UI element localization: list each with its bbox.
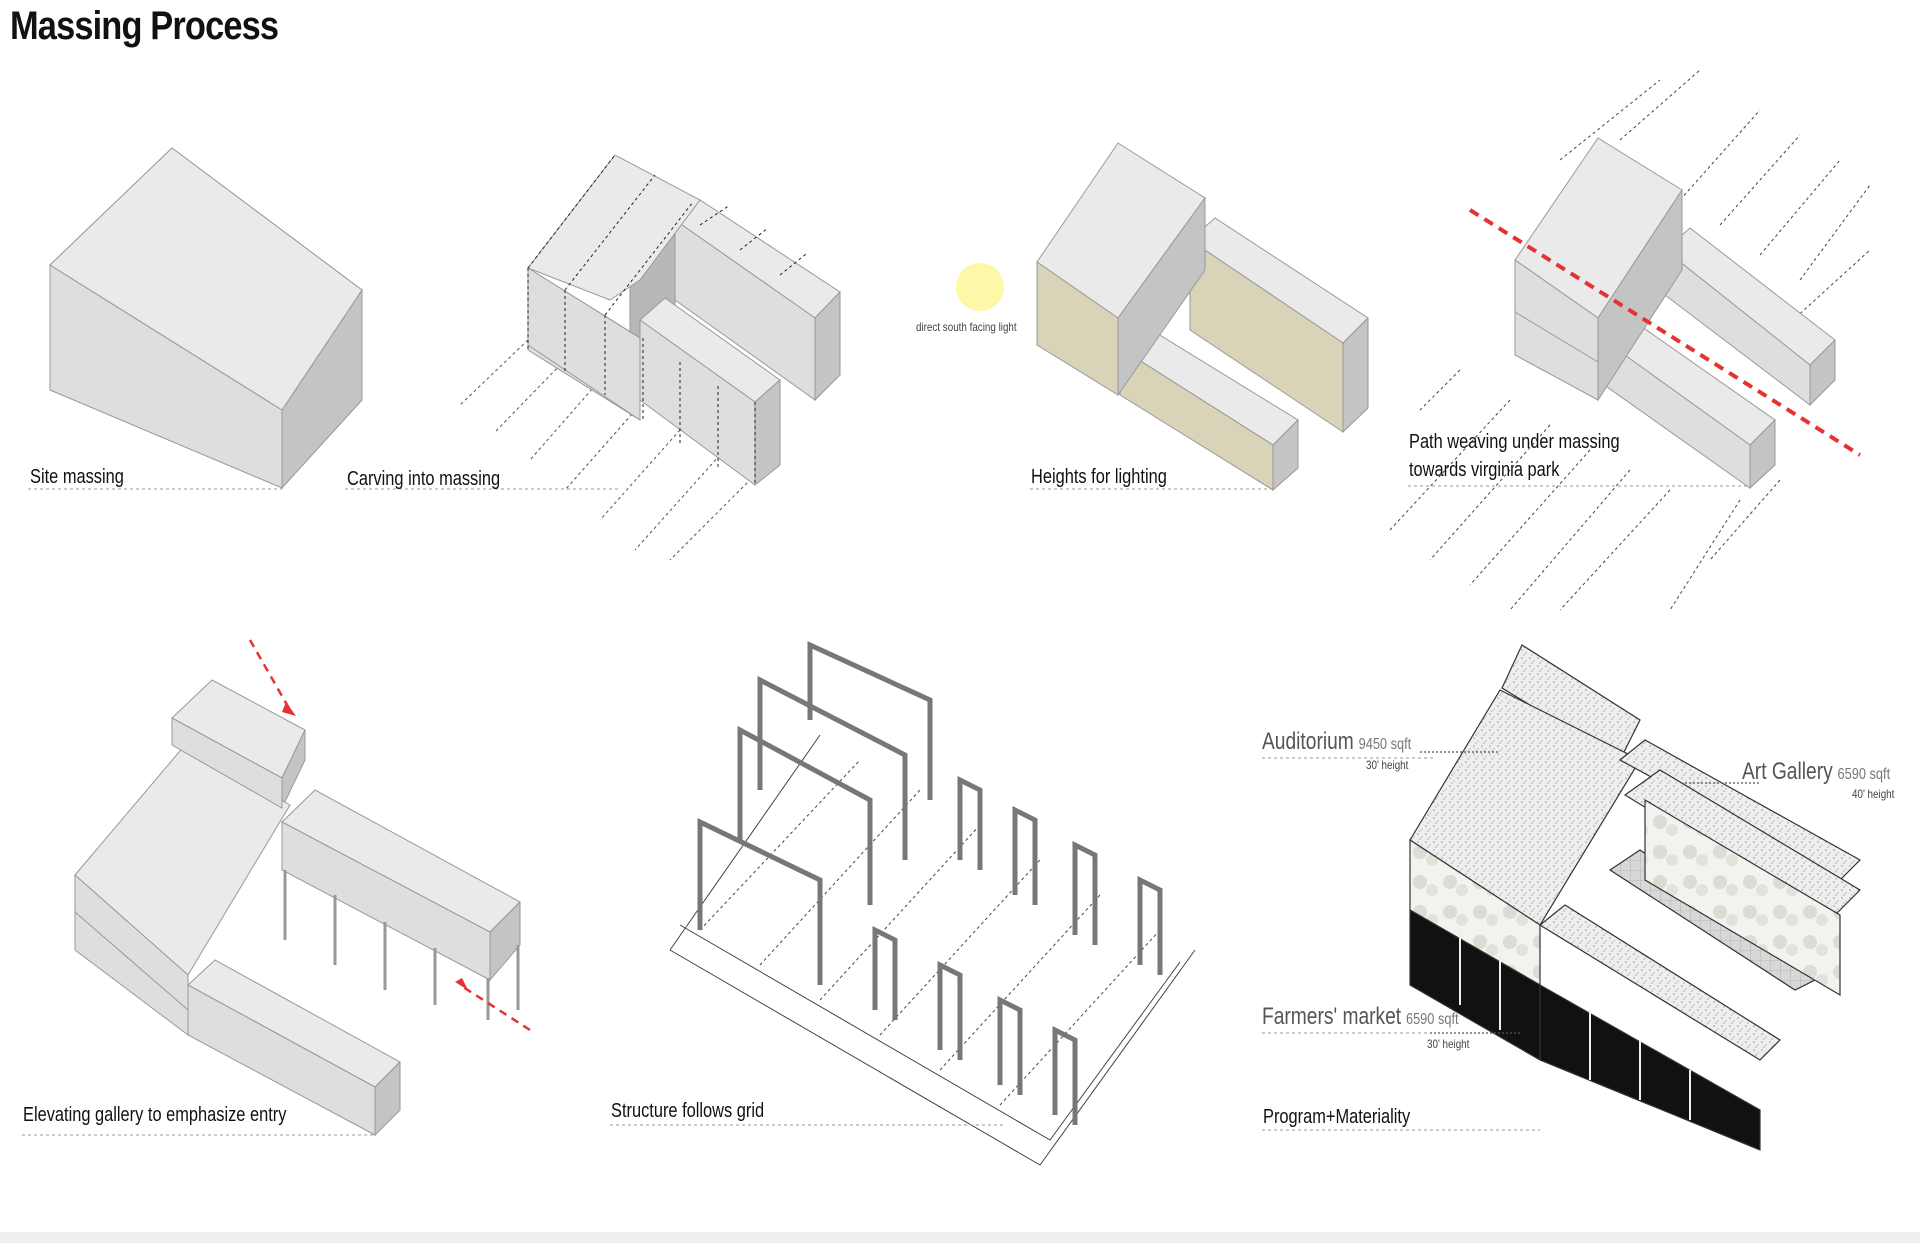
carved-massing-diagram <box>459 154 841 561</box>
program-name: Farmers' market <box>1262 1003 1402 1030</box>
structure-grid-diagram <box>669 641 1196 1166</box>
program-area: 9450 sqft <box>1358 736 1412 753</box>
caption-elevating: Elevating gallery to emphasize entry <box>23 1104 287 1126</box>
path-weaving-diagram <box>1389 69 1871 611</box>
caption-structure: Structure follows grid <box>611 1100 765 1122</box>
height-art-gallery: 40' height <box>1852 787 1895 801</box>
entry-arrow <box>248 639 292 711</box>
path-line <box>1468 208 1862 457</box>
page-title: Massing Process <box>10 4 279 48</box>
program-area: 6590 sqft <box>1405 1011 1459 1028</box>
caption-path: Path weaving under massing towards virgi… <box>1409 428 1620 484</box>
caption-site-massing: Site massing <box>30 466 124 488</box>
height-farmers-market: 30' height <box>1427 1037 1470 1051</box>
caption-path-line-2: towards virginia park <box>1409 459 1560 481</box>
caption-path-line-1: Path weaving under massing <box>1409 431 1620 453</box>
height-auditorium: 30' height <box>1366 758 1409 772</box>
program-name: Art Gallery <box>1742 758 1833 785</box>
caption-carving: Carving into massing <box>347 468 501 490</box>
caption-heights: Heights for lighting <box>1031 466 1167 488</box>
caption-program: Program+Materiality <box>1263 1106 1411 1128</box>
sun-icon <box>956 263 1004 311</box>
program-materiality-diagram <box>1409 644 1861 1151</box>
site-massing-diagram <box>49 147 363 490</box>
elevated-gallery-diagram <box>74 639 531 1137</box>
bottom-edge <box>0 1232 1920 1243</box>
sun-note: direct south facing light <box>916 320 1017 334</box>
heights-lighting-diagram <box>956 142 1369 492</box>
program-area: 6590 sqft <box>1837 766 1891 783</box>
program-name: Auditorium <box>1262 728 1354 755</box>
